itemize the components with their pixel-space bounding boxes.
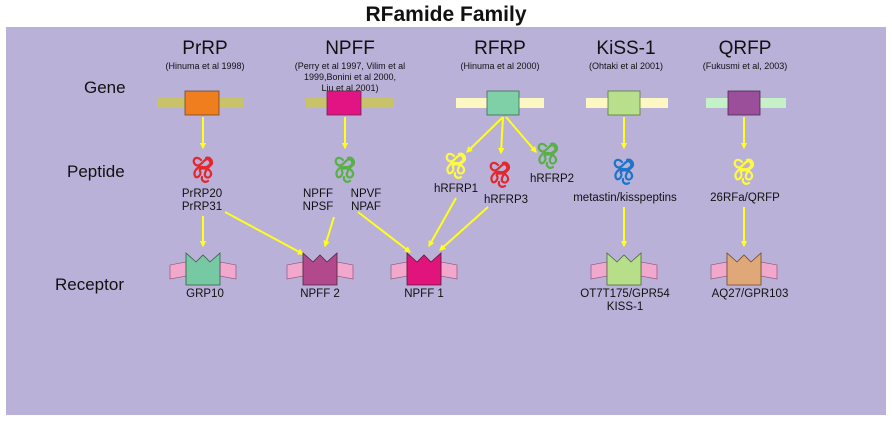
gene-block-qrfp: [727, 90, 761, 116]
row-label-receptor: Receptor: [55, 275, 124, 294]
diagram-title: RFamide Family: [365, 3, 527, 26]
arrow-hrfrp1-npff1: [428, 197, 457, 248]
receptor-label-npff1: NPFF 1: [404, 288, 444, 300]
gene-prrp: [157, 90, 243, 116]
receptor-label-npff2: NPFF 2: [300, 288, 340, 300]
peptide-hrfrp2: [537, 142, 559, 169]
peptide-kiss: [613, 158, 635, 185]
arrow-hrfrp3-npff1: [439, 206, 489, 251]
peptide-label-prrp: PrRP20 PrRP31: [181, 188, 223, 213]
receptor-label-gpr103: AQ27/GPR103: [711, 288, 789, 300]
arrow-npff-npff2: [323, 216, 335, 248]
receptor-label-gpr54: OT7T175/GPR54 KISS-1: [580, 288, 670, 313]
gene-kiss1: [586, 90, 668, 116]
peptide-prrp: [192, 156, 214, 183]
peptide-label-npff-left: NPFF NPSF: [302, 188, 334, 213]
peptide-label-kiss: metastin/kisspeptins: [573, 192, 677, 204]
receptor-grp10: [169, 252, 237, 286]
gene-npff: [306, 90, 394, 116]
receptor-gpr103: [710, 252, 778, 286]
peptide-label-hrfrp3: hRFRP3: [483, 194, 529, 206]
family-ref-npff: (Perry et al 1997, Vilim et al 1999,Boni…: [294, 61, 406, 93]
arrow-rfrp-1: [466, 116, 504, 153]
family-name-prrp: PrRP: [182, 38, 228, 59]
peptide-label-hrfrp1: hRFRP1: [433, 183, 479, 195]
row-label-gene: Gene: [84, 78, 126, 97]
gene-block-npff: [326, 90, 362, 116]
peptide-qrfp: [733, 158, 755, 185]
receptor-npff2: [286, 252, 354, 286]
receptor-npff1: [390, 252, 458, 286]
family-ref-kiss1: (Ohtaki et al 2001): [588, 61, 664, 71]
peptide-label-qrfp: 26RFa/QRFP: [710, 192, 780, 204]
arrow-npff-npff1: [357, 211, 412, 253]
family-name-kiss1: KiSS-1: [596, 38, 656, 59]
family-name-npff: NPFF: [325, 38, 375, 59]
family-name-qrfp: QRFP: [718, 38, 772, 59]
family-ref-rfrp: (Hinuma et al 2000): [460, 61, 540, 71]
gene-block-kiss1: [607, 90, 641, 116]
arrow-rfrp-2: [505, 116, 537, 153]
receptor-label-grp10: GRP10: [186, 288, 224, 300]
gene-rfrp: [456, 90, 544, 116]
peptide-hrfrp1: [445, 152, 467, 179]
peptide-label-npff-right: NPVF NPAF: [350, 188, 382, 213]
receptor-gpr54: [590, 252, 658, 286]
arrows: [199, 116, 748, 255]
arrow-rfrp-3: [498, 116, 505, 155]
row-label-peptide: Peptide: [67, 162, 125, 181]
peptide-label-hrfrp2: hRFRP2: [529, 173, 575, 185]
gene-block-prrp: [184, 90, 220, 116]
arrow-prrp-npff2: [224, 211, 305, 255]
family-ref-qrfp: (Fukusmi et al, 2003): [702, 61, 788, 71]
gene-qrfp: [706, 90, 786, 116]
gene-block-rfrp: [486, 90, 520, 116]
family-ref-prrp: (Hinuma et al 1998): [165, 61, 245, 71]
peptide-npff: [334, 156, 356, 183]
peptide-hrfrp3: [489, 161, 511, 188]
family-name-rfrp: RFRP: [474, 38, 526, 59]
